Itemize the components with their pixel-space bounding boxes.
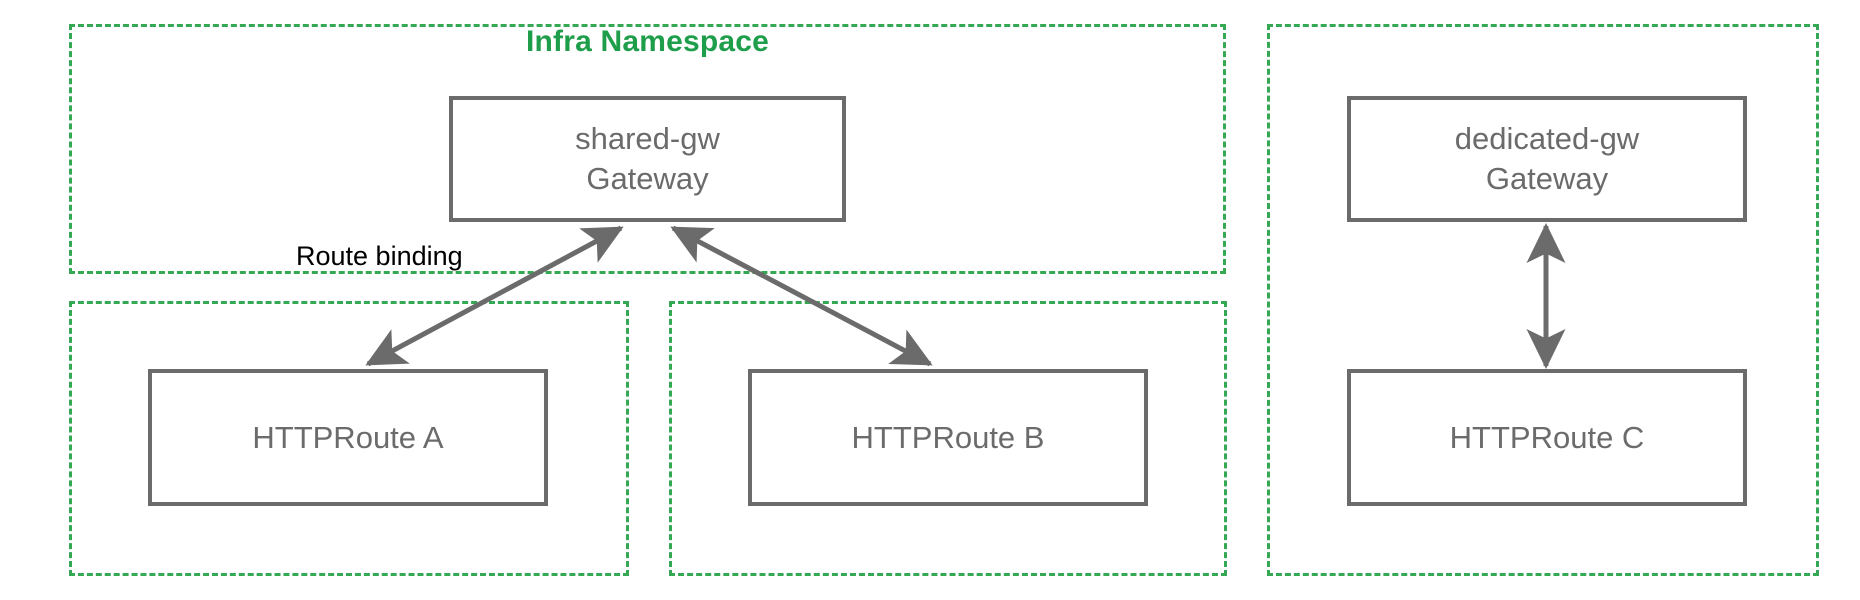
node-shared-gw-line2: Gateway	[586, 161, 709, 196]
node-route-a-label: HTTPRoute A	[252, 419, 444, 455]
node-route-b-label: HTTPRoute B	[851, 419, 1045, 455]
node-dedicated-gw-line1: dedicated-gw	[1454, 121, 1640, 157]
namespace-box-infra	[69, 24, 1226, 274]
namespace-box-c	[1267, 24, 1819, 576]
node-route-a[interactable]: HTTPRoute A	[148, 369, 548, 506]
edge-label-route-binding: Route binding	[296, 241, 463, 271]
node-route-b[interactable]: HTTPRoute B	[748, 369, 1148, 506]
namespace-box-b	[669, 301, 1227, 576]
node-route-c[interactable]: HTTPRoute C	[1347, 369, 1747, 506]
node-shared-gw[interactable]: shared-gw Gateway	[449, 96, 846, 222]
namespace-box-a	[69, 301, 629, 576]
namespace-label-infra: Infra Namespace	[525, 25, 770, 58]
node-route-c-label: HTTPRoute C	[1449, 419, 1645, 455]
node-dedicated-gw-line2: Gateway	[1485, 161, 1609, 196]
node-dedicated-gw[interactable]: dedicated-gw Gateway	[1347, 96, 1747, 222]
node-shared-gw-line1: shared-gw	[575, 121, 720, 157]
